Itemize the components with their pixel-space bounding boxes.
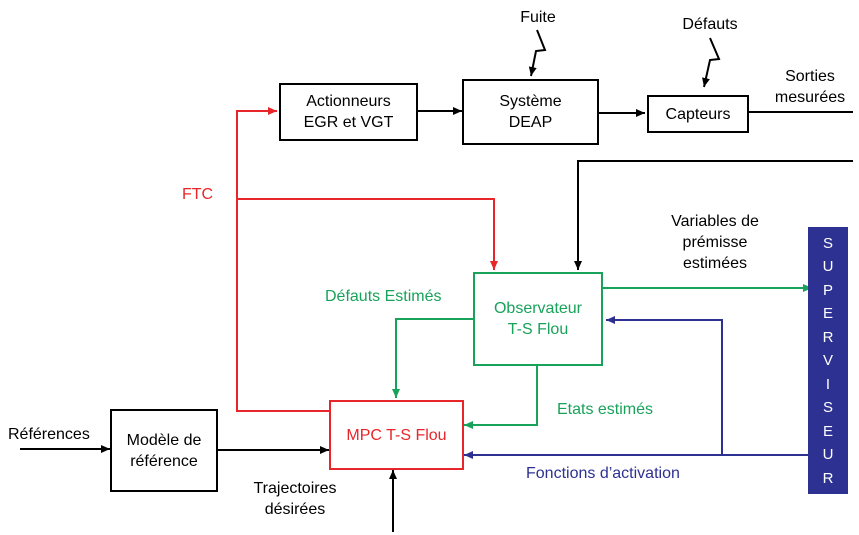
superviseur-letter: E [822, 305, 833, 322]
fuite-label: Fuite [520, 9, 556, 26]
superviseur-letter: R [822, 328, 834, 346]
defauts-arrow-icon [702, 37, 721, 88]
actionneurs-block: Actionneurs EGR et VGT [279, 83, 418, 141]
trajectoires-desirees-label: Trajectoires désirées [253, 480, 337, 518]
fonctions-activation-label: Fonctions d’activation [526, 465, 680, 482]
superviseur-letter: V [822, 352, 833, 369]
superviseur-letter: R [822, 469, 834, 487]
superviseur-letter: P [822, 281, 833, 299]
arrow-etats-estimes-to-mpc [464, 366, 538, 429]
superviseur-letter: S [822, 234, 833, 252]
defauts-label: Défauts [682, 16, 738, 33]
arrow-ftc-to-actionneurs [236, 107, 329, 412]
references-label: Références [8, 426, 90, 443]
fuite-arrow-icon [528, 29, 547, 77]
sorties-mesurees-label: Sorties mesurées [774, 68, 846, 106]
ftc-label: FTC [182, 186, 214, 203]
arrow-defauts-estimes-to-mpc [392, 318, 473, 398]
etats-estimes-label: Etats estimés [557, 401, 654, 418]
superviseur-letter: U [822, 258, 834, 275]
modele-reference-block: Modèle de référence [110, 409, 218, 492]
arrow-fonctions-to-observateur [606, 316, 723, 455]
arrow-ftc-to-observateur [237, 198, 498, 270]
observateur-block: Observateur T-S Flou [473, 272, 603, 366]
defauts-estimes-label: Défauts Estimés [325, 288, 442, 305]
arrow-feedback-to-observateur [574, 160, 853, 270]
superviseur-letter: U [822, 446, 834, 463]
capteurs-block: Capteurs [647, 95, 749, 133]
superviseur-letter: I [825, 375, 831, 393]
systeme-deap-block: Système DEAP [462, 79, 599, 145]
superviseur-letter: S [822, 399, 833, 416]
superviseur-letter: E [822, 422, 833, 440]
variables-premisse-label: Variables de prémisse estimées [671, 213, 759, 272]
mpc-block: MPC T-S Flou [329, 400, 464, 470]
superviseur-block: S U P E R V I S E U R [808, 227, 848, 494]
